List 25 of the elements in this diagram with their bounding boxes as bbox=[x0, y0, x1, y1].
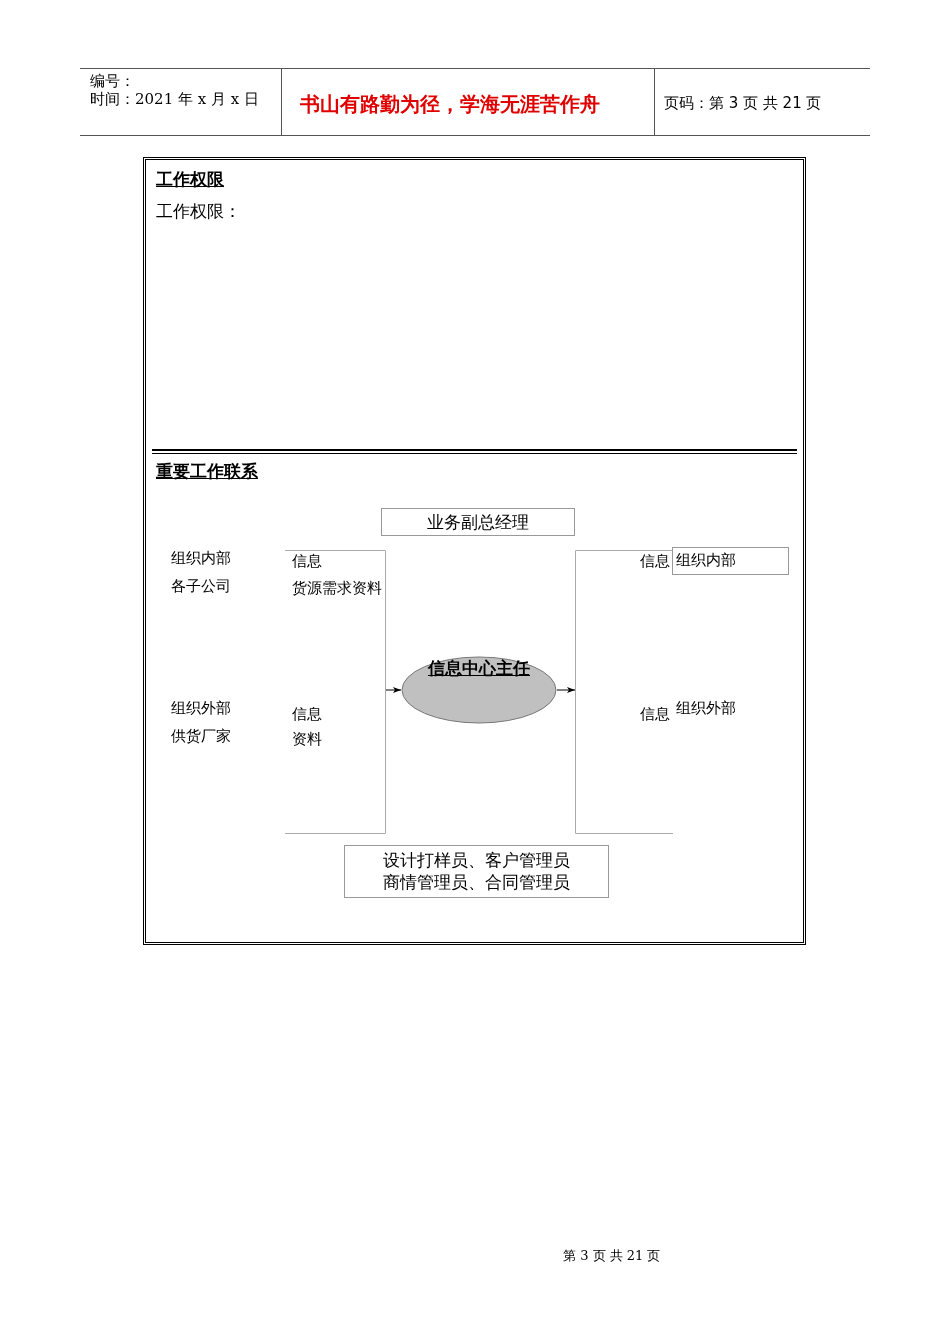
field-label: 工作权限： bbox=[156, 202, 241, 220]
motto-text: 书山有路勤为径，学海无涯苦作舟 bbox=[300, 92, 600, 116]
bracket-line bbox=[575, 550, 674, 834]
arrow bbox=[385, 687, 402, 693]
role-box: 设计打样员、客户管理员商情管理员、合同管理员 bbox=[344, 845, 609, 898]
section-heading: 工作权限 bbox=[156, 170, 224, 188]
group-label: 各子公司 bbox=[171, 577, 231, 595]
role-box: 业务副总经理 bbox=[381, 508, 575, 536]
arrow bbox=[556, 687, 576, 693]
flow-label: 信息 bbox=[292, 552, 322, 570]
page-footer: 第 3 页 共 21 页 bbox=[563, 1247, 661, 1265]
flow-label: 资料 bbox=[292, 730, 322, 748]
group-label: 组织外部 bbox=[171, 699, 231, 717]
flow-label: 信息 bbox=[292, 705, 322, 723]
flow-label: 信息 bbox=[640, 705, 670, 723]
flow-label: 信息 bbox=[640, 552, 670, 570]
group-label: 组织内部 bbox=[171, 549, 231, 567]
page-number: 页码：第 3 页 共 21 页 bbox=[664, 94, 822, 112]
role-box: 组织内部 bbox=[672, 547, 789, 575]
section-heading: 重要工作联系 bbox=[156, 462, 258, 480]
header-text: 编号： bbox=[90, 72, 135, 90]
flow-label: 货源需求资料 bbox=[292, 579, 382, 597]
bracket-line bbox=[284, 550, 386, 834]
group-label: 供货厂家 bbox=[171, 727, 231, 745]
header-text: 时间：2021 年 x 月 x 日 bbox=[90, 90, 259, 108]
